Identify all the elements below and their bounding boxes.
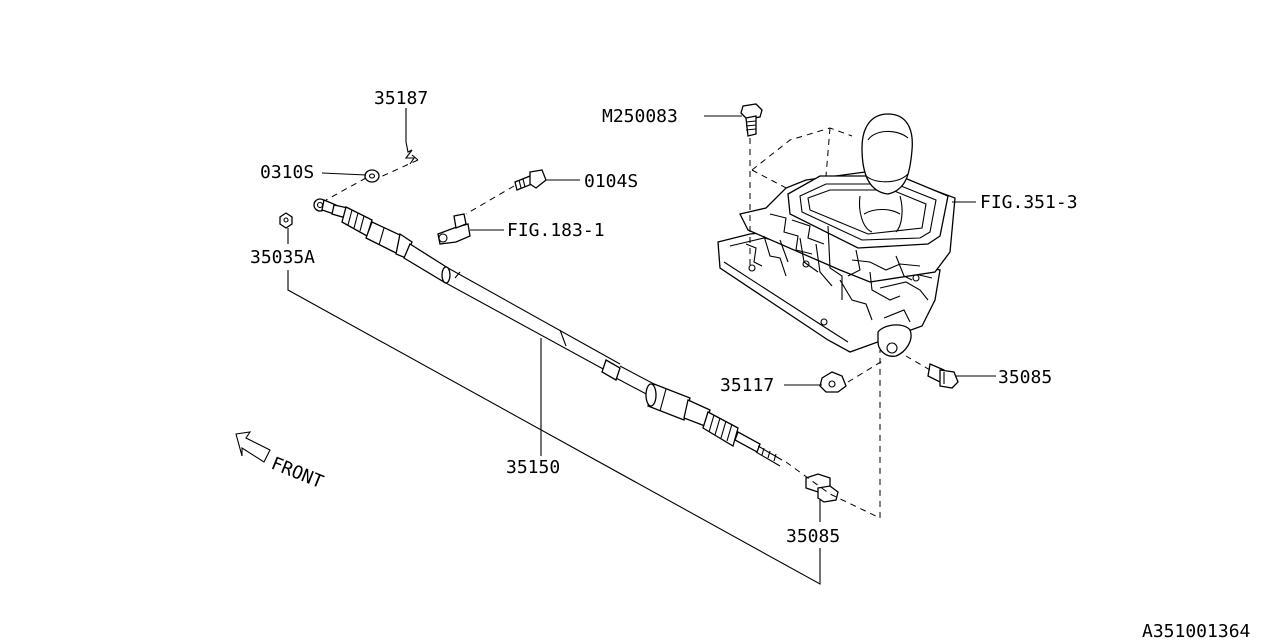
bolt-m250083 [740, 103, 763, 137]
diagram-code: A351001364 [1142, 621, 1250, 640]
front-arrow-icon [235, 431, 271, 463]
bushing-35085-bottom [805, 473, 839, 503]
shift-cable-35150 [313, 198, 783, 467]
selector-lever-assembly [717, 113, 956, 357]
bracket-fig183-1 [437, 213, 471, 245]
bolt-0104s [514, 169, 547, 191]
label-35085-bottom[interactable]: 35085 [786, 526, 840, 547]
label-35035a[interactable]: 35035A [250, 247, 315, 268]
clip-35117 [819, 371, 847, 393]
leader-lines [287, 108, 996, 585]
label-35150[interactable]: 35150 [506, 457, 560, 478]
assembly-dashed-lines [325, 138, 931, 519]
label-fig183-1[interactable]: FIG.183-1 [507, 220, 605, 241]
clip-35187 [404, 141, 419, 165]
washer-0310s [364, 169, 380, 183]
label-0310s[interactable]: 0310S [260, 162, 314, 183]
label-35085-right[interactable]: 35085 [998, 367, 1052, 388]
part-labels: 35187 0310S 0104S FIG.183-1 35035A 35150… [250, 88, 1250, 640]
label-0104s[interactable]: 0104S [584, 171, 638, 192]
label-fig351-3[interactable]: FIG.351-3 [980, 192, 1078, 213]
label-35117[interactable]: 35117 [720, 375, 774, 396]
label-m250083[interactable]: M250083 [602, 106, 678, 127]
front-label: FRONT [268, 453, 326, 493]
nut-35035a [279, 212, 293, 229]
label-35187[interactable]: 35187 [374, 88, 428, 109]
bushing-35085-right [927, 363, 959, 389]
